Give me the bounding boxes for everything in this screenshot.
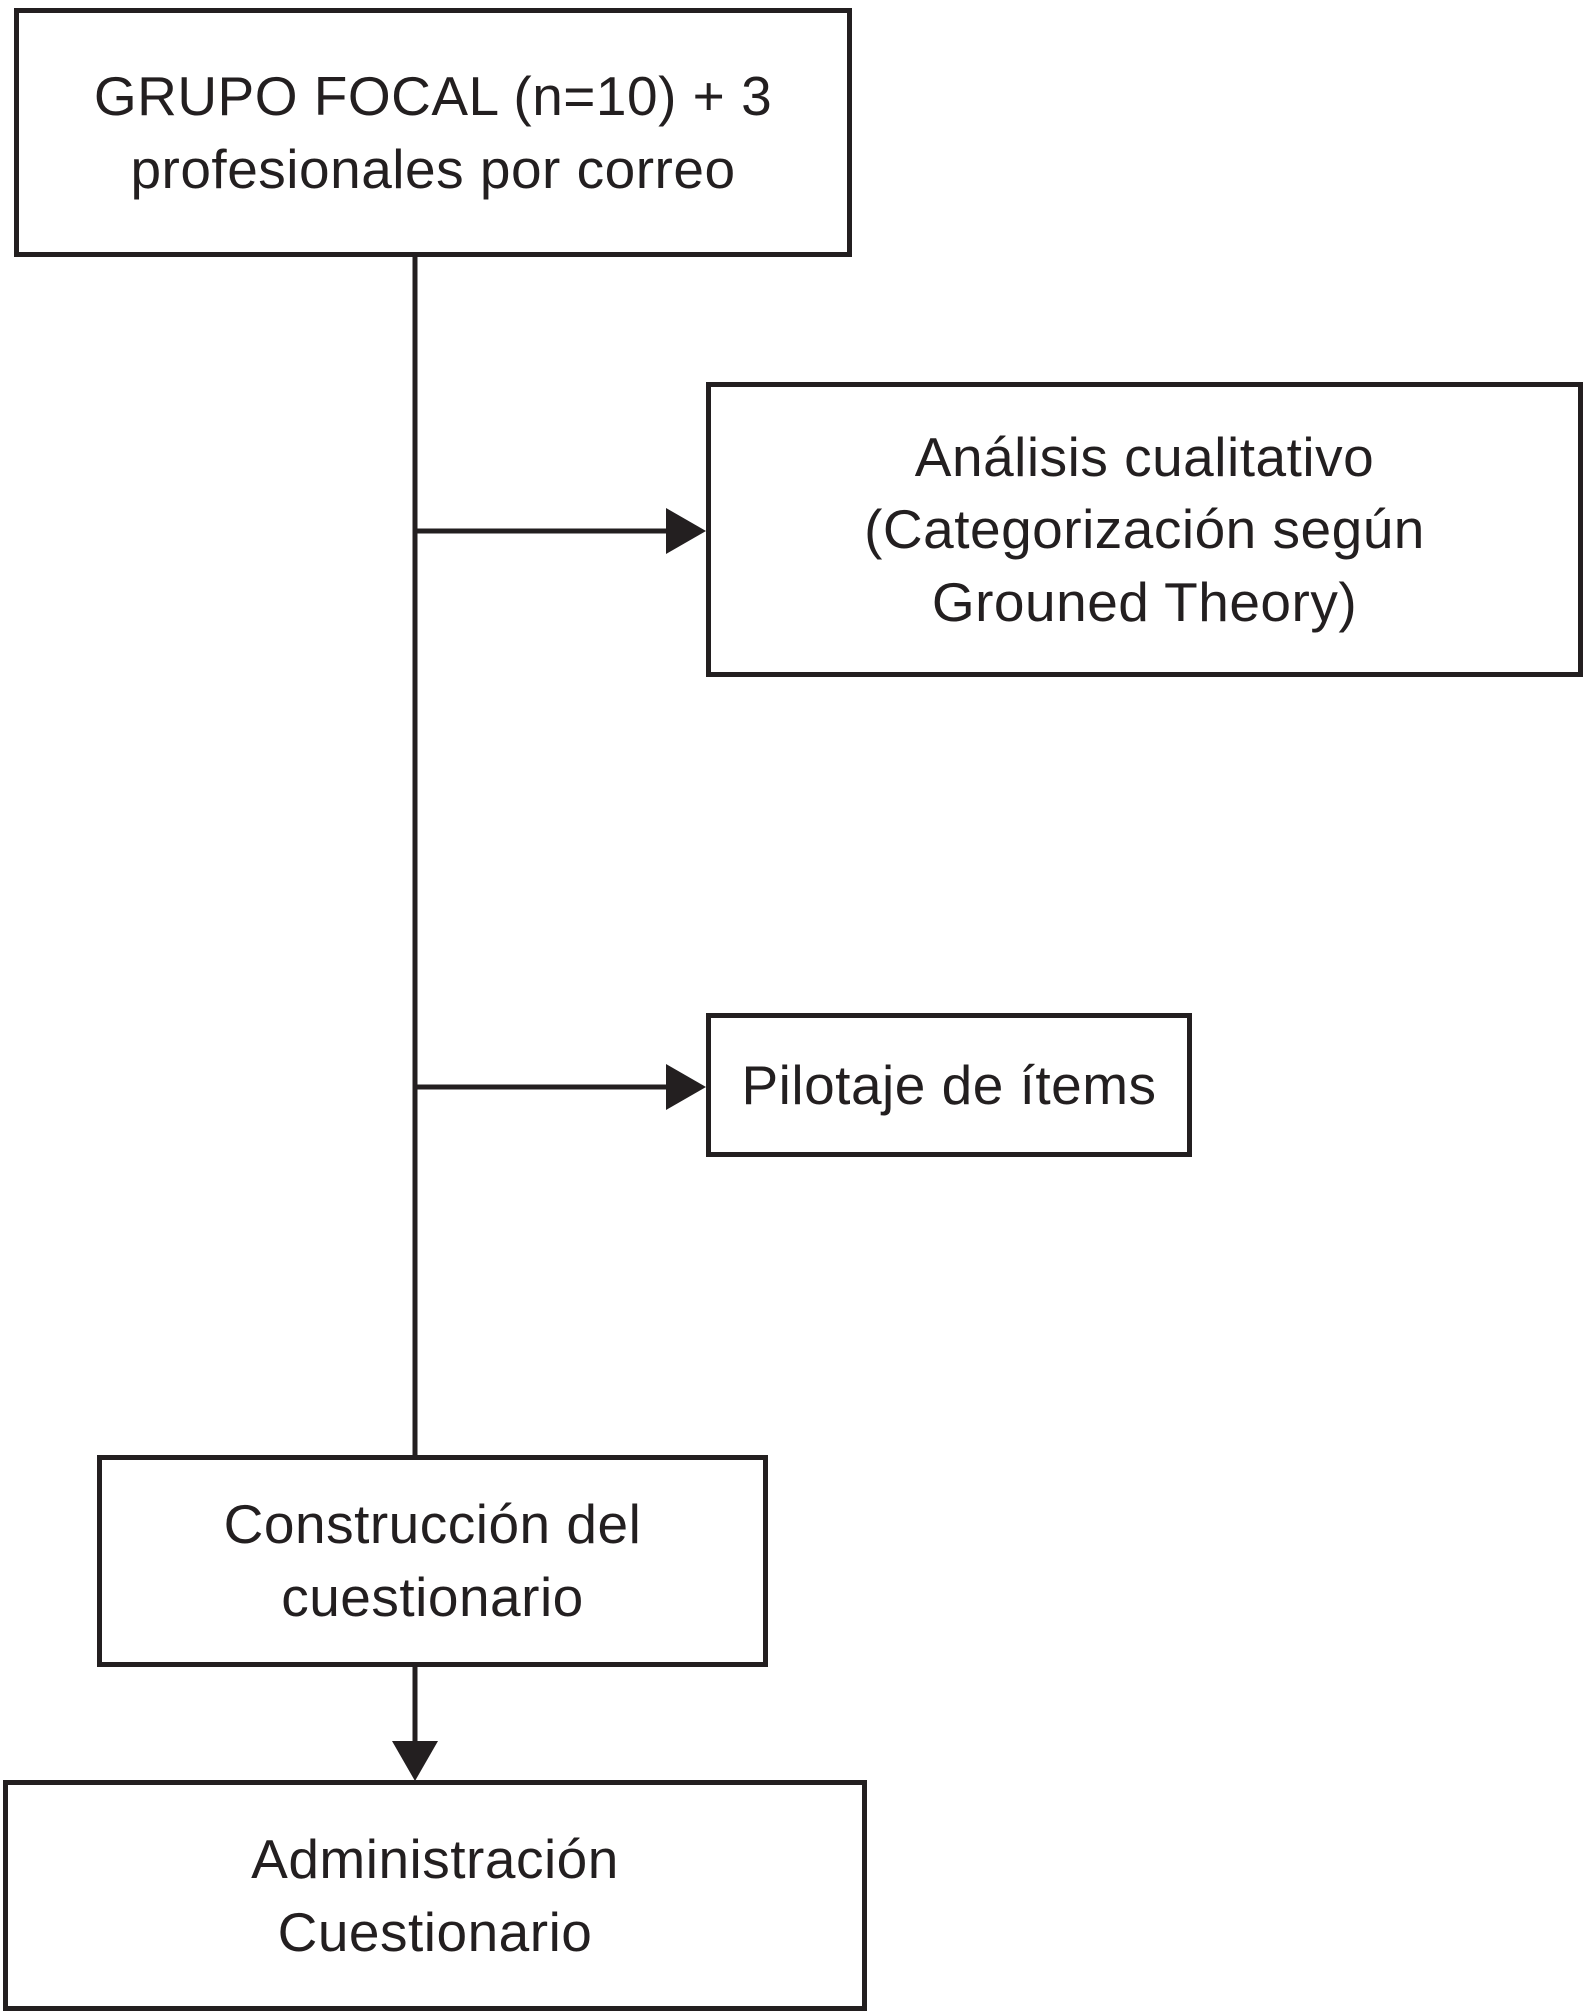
- node-text-line: GRUPO FOCAL (n=10) + 3: [93, 64, 773, 127]
- node-construccion-label: Construcción del cuestionario: [224, 1488, 642, 1633]
- node-administracion-label: Administración Cuestionario: [251, 1823, 619, 1968]
- arrowhead-to-pilotaje-icon: [666, 1064, 706, 1110]
- node-text-line: Pilotaje de ítems: [741, 1053, 1157, 1116]
- node-text-line: Administración: [251, 1827, 619, 1890]
- node-pilotaje-label: Pilotaje de ítems: [741, 1049, 1156, 1122]
- node-grupo-focal: GRUPO FOCAL (n=10) + 3 profesionales por…: [14, 8, 852, 257]
- node-construccion-cuestionario: Construcción del cuestionario: [97, 1455, 768, 1667]
- node-text-line: profesionales por correo: [130, 137, 736, 200]
- node-analisis-label: Análisis cualitativo (Categorización seg…: [864, 421, 1425, 639]
- arrowhead-to-analisis-icon: [666, 508, 706, 554]
- node-text-line: (Categorización según: [864, 498, 1425, 561]
- node-text-line: Construcción del: [223, 1493, 642, 1556]
- node-text-line: Grouned Theory): [931, 570, 1358, 633]
- node-text-line: cuestionario: [281, 1566, 584, 1628]
- node-administracion-cuestionario: Administración Cuestionario: [3, 1780, 867, 2011]
- node-pilotaje-de-items: Pilotaje de ítems: [706, 1013, 1192, 1157]
- node-analisis-cualitativo: Análisis cualitativo (Categorización seg…: [706, 382, 1583, 677]
- node-grupo-focal-label: GRUPO FOCAL (n=10) + 3 profesionales por…: [94, 60, 772, 205]
- node-text-line: Análisis cualitativo: [914, 425, 1375, 488]
- node-text-line: Cuestionario: [277, 1900, 593, 1963]
- arrowhead-to-administracion-icon: [392, 1741, 438, 1781]
